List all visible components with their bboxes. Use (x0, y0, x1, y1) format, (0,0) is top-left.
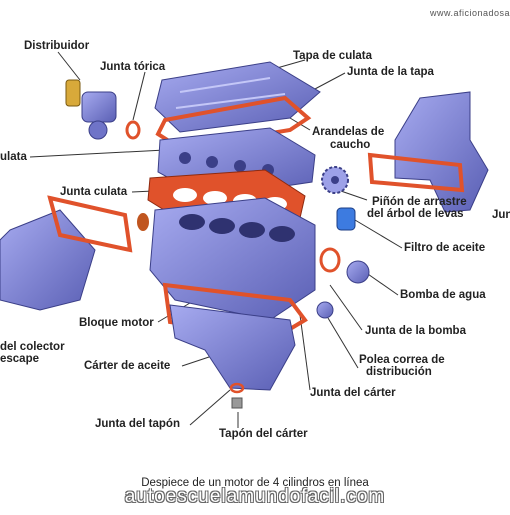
label-culata: ulata (0, 151, 27, 163)
label-arandelas-line2: caucho (330, 139, 371, 151)
label-filtro: Filtro de aceite (404, 242, 486, 254)
distributor-part (65, 79, 141, 140)
label-distribuidor: Distribuidor (24, 40, 90, 52)
label-bomba-agua: Bomba de agua (400, 289, 486, 301)
top-watermark: www.aficionadosa (429, 8, 510, 18)
label-colector-line1: del colector (0, 341, 65, 353)
label-pinon-line1: Piñón de arrastre (372, 196, 467, 208)
diagram-caption: Despiece de un motor de 4 cilindros en l… (141, 477, 369, 489)
label-polea-line1: Polea correa de (359, 354, 445, 366)
label-junta-right: Jun (492, 209, 510, 221)
label-junta-carter: Junta del cárter (310, 387, 396, 399)
label-pinon-line2: del árbol de levas (367, 208, 464, 220)
label-tapa-culata: Tapa de culata (293, 50, 373, 62)
cam-sprocket-part (321, 166, 349, 194)
intake-manifold-part (367, 91, 489, 213)
water-pump-part (316, 247, 370, 319)
valve-cover-gasket (155, 95, 312, 151)
bottom-watermark: autoescuelamundofacil.com (124, 486, 386, 507)
label-junta-torica: Junta tórica (100, 61, 166, 73)
label-tapon: Tapón del cárter (219, 428, 308, 440)
label-bloque: Bloque motor (79, 317, 154, 329)
label-junta-bomba: Junta de la bomba (365, 325, 466, 337)
drain-plug-part (229, 382, 245, 409)
label-junta-culata: Junta culata (60, 186, 128, 198)
label-arandelas-line1: Arandelas de (312, 126, 385, 138)
label-junta-tapon: Junta del tapón (95, 418, 180, 430)
oil-filter-part (336, 207, 356, 231)
label-carter-aceite: Cárter de aceite (84, 360, 171, 372)
label-polea-line2: distribución (366, 366, 432, 378)
exhaust-manifold-part (0, 195, 133, 311)
label-colector-line2: escape (0, 353, 40, 365)
label-junta-tapa: Junta de la tapa (347, 66, 434, 78)
oil-pan-part (169, 304, 296, 391)
